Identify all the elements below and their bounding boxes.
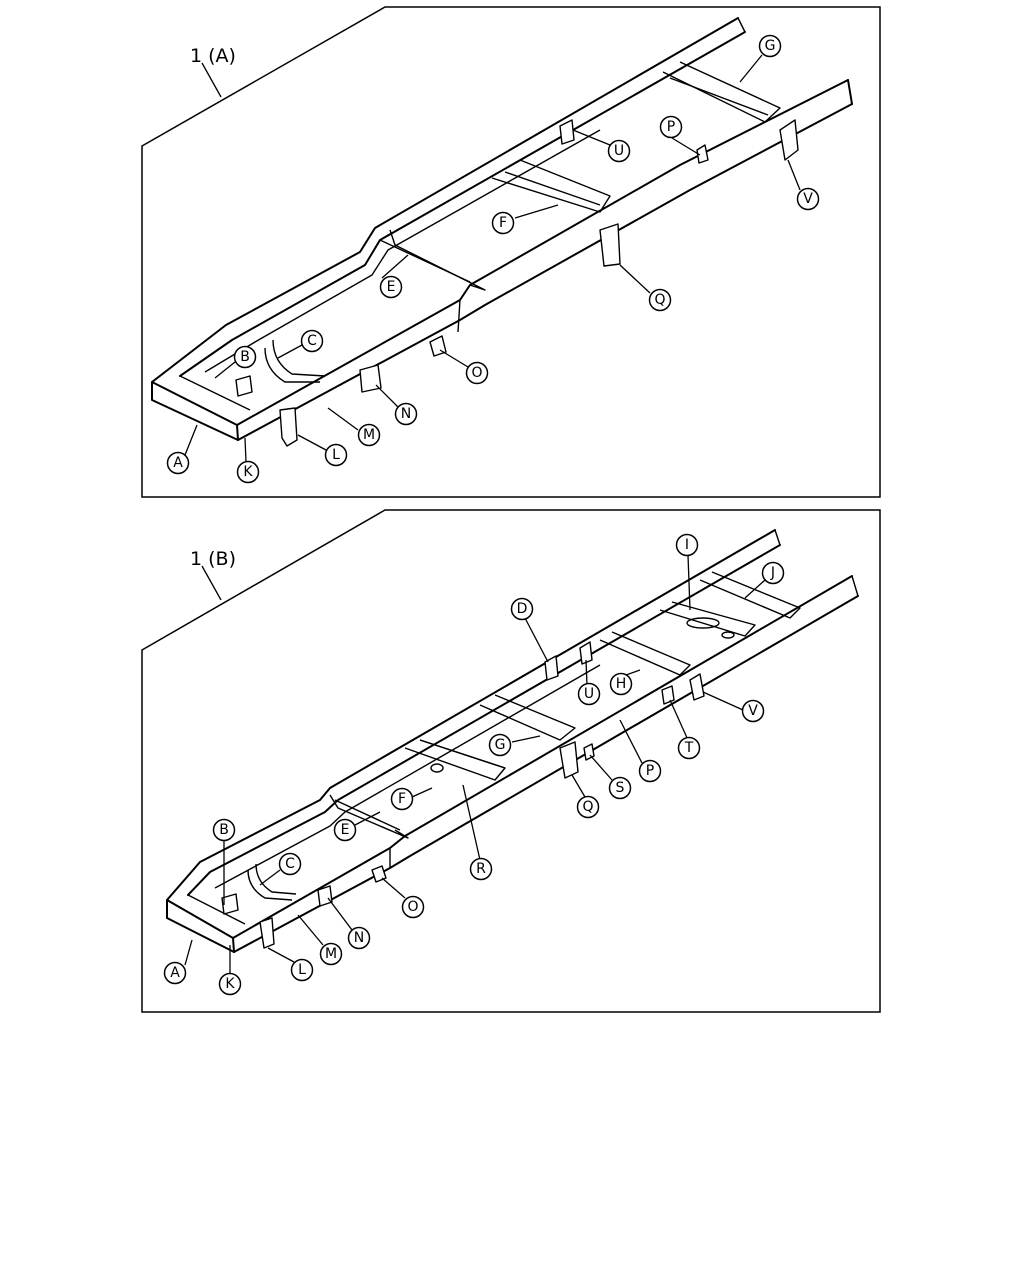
callout-1b-j: J <box>761 561 785 585</box>
svg-text:Q: Q <box>654 292 665 308</box>
callout-1b-c: C <box>278 852 302 876</box>
callout-1a-v: V <box>796 187 820 211</box>
callout-1b-o: O <box>401 895 425 919</box>
panel-1a: 1 (A) <box>141 6 881 498</box>
callout-1b-i: I <box>675 533 699 557</box>
frame-drawing-1b <box>166 529 859 953</box>
svg-text:O: O <box>471 365 482 381</box>
svg-text:M: M <box>363 427 375 443</box>
svg-text:F: F <box>499 215 507 231</box>
svg-text:F: F <box>398 791 406 807</box>
callout-1a-u: U <box>607 139 631 163</box>
leaders-1a <box>184 54 801 463</box>
callout-1a-e: E <box>379 275 403 299</box>
svg-text:U: U <box>584 686 594 702</box>
callout-1a-f: F <box>491 211 515 235</box>
callout-1b-k: K <box>218 972 242 996</box>
svg-text:T: T <box>684 740 694 756</box>
callout-1b-u: U <box>577 682 601 706</box>
svg-text:O: O <box>407 899 418 915</box>
callout-1b-n: N <box>347 926 371 950</box>
panel-1b-title: 1 (B) <box>190 548 236 570</box>
svg-text:P: P <box>667 119 675 135</box>
svg-text:E: E <box>341 822 350 838</box>
svg-text:A: A <box>173 455 183 471</box>
callouts-1a: A B C E F G K L M N O P Q U V <box>166 34 820 484</box>
callout-1b-f: F <box>390 787 414 811</box>
callout-1b-r: R <box>469 857 493 881</box>
callout-1a-g: G <box>758 34 782 58</box>
callout-1b-s: S <box>608 776 632 800</box>
callout-1b-v: V <box>741 699 765 723</box>
svg-text:K: K <box>225 976 235 992</box>
callout-1a-n: N <box>394 402 418 426</box>
callout-1b-d: D <box>510 597 534 621</box>
callout-1a-l: L <box>324 443 348 467</box>
svg-text:P: P <box>646 763 654 779</box>
callout-1b-b: B <box>212 818 236 842</box>
svg-text:G: G <box>765 38 776 54</box>
svg-text:J: J <box>770 565 775 581</box>
callouts-1b: A B C D E F G H I J K L M N O P Q R S T … <box>163 533 785 996</box>
svg-text:U: U <box>614 143 624 159</box>
svg-text:G: G <box>495 737 506 753</box>
callout-1b-h: H <box>609 672 633 696</box>
svg-text:L: L <box>332 447 340 463</box>
svg-text:S: S <box>616 780 625 796</box>
callout-1a-p: P <box>659 115 683 139</box>
svg-text:C: C <box>307 333 317 349</box>
svg-text:N: N <box>401 406 411 422</box>
callout-1b-a: A <box>163 961 187 985</box>
svg-text:M: M <box>325 946 337 962</box>
svg-text:H: H <box>616 676 627 692</box>
svg-text:C: C <box>285 856 295 872</box>
svg-text:V: V <box>803 191 813 207</box>
callout-1a-o: O <box>465 361 489 385</box>
svg-text:K: K <box>243 464 253 480</box>
callout-1a-k: K <box>236 460 260 484</box>
panel-1a-title-leader <box>201 62 222 98</box>
panel-1b-frame <box>141 509 881 1013</box>
callout-1a-q: Q <box>648 288 672 312</box>
svg-text:B: B <box>240 349 250 365</box>
callout-1b-q: Q <box>576 795 600 819</box>
svg-text:R: R <box>476 861 486 877</box>
svg-text:E: E <box>387 279 396 295</box>
panel-1a-frame <box>141 6 881 498</box>
frame-drawing-1a <box>151 17 853 447</box>
leaders-1b <box>184 554 766 975</box>
callout-1b-g: G <box>488 733 512 757</box>
callout-1b-e: E <box>333 818 357 842</box>
panel-1b-title-leader <box>201 565 222 601</box>
svg-text:I: I <box>685 537 689 553</box>
callout-1a-c: C <box>300 329 324 353</box>
svg-text:Q: Q <box>582 799 593 815</box>
svg-text:A: A <box>170 965 180 981</box>
callout-1b-l: L <box>290 958 314 982</box>
panel-1b: 1 (B) <box>141 509 881 1013</box>
svg-text:B: B <box>219 822 229 838</box>
svg-text:V: V <box>748 703 758 719</box>
callout-1b-m: M <box>319 942 343 966</box>
svg-text:N: N <box>354 930 364 946</box>
callout-1b-t: T <box>677 736 701 760</box>
svg-text:L: L <box>298 962 306 978</box>
panel-1a-title: 1 (A) <box>190 45 236 67</box>
callout-1b-p: P <box>638 759 662 783</box>
callout-1a-b: B <box>233 345 257 369</box>
svg-text:D: D <box>517 601 528 617</box>
callout-1a-m: M <box>357 423 381 447</box>
callout-1a-a: A <box>166 451 190 475</box>
